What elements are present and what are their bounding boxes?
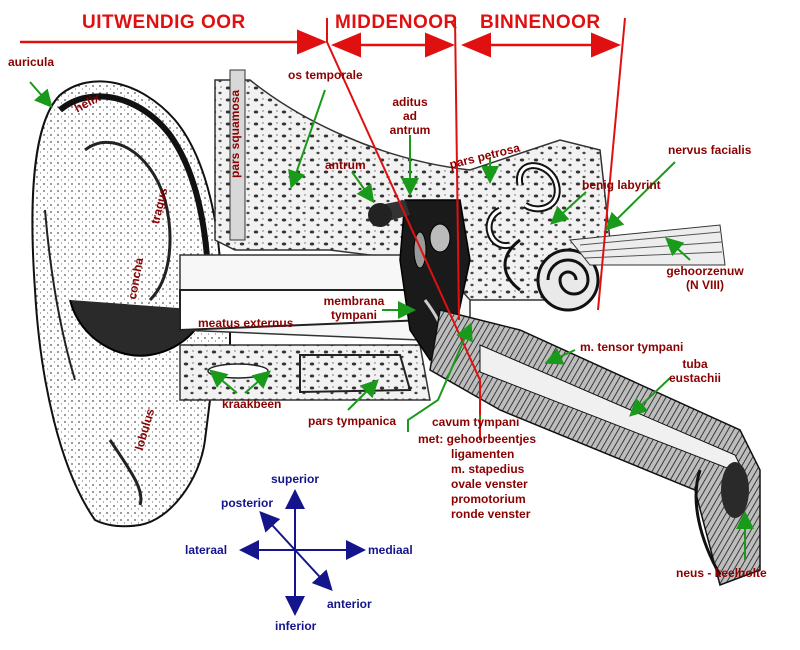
label-met-line-2: ligamenten (451, 447, 515, 461)
label-membrana-line-1: membrana (323, 294, 385, 308)
label-pars-tympanica: pars tympanica (308, 414, 397, 428)
compass-inferior: inferior (275, 619, 317, 633)
inner-ear-drawing (485, 162, 600, 312)
section-dividers (20, 17, 626, 440)
label-gehoorzenuw: gehoorzenuw (N VIII) (660, 264, 750, 292)
label-nervus-facialis: nervus facialis (668, 143, 752, 157)
label-cavum-tympani: cavum tympani (432, 415, 520, 429)
section-middle-ear: MIDDENOOR (335, 12, 458, 33)
label-met-line-6: ronde venster (451, 507, 531, 521)
label-tuba-eustachii: tuba eustachii (662, 357, 728, 385)
orientation-compass (239, 489, 366, 616)
label-pars-squamosa: pars squamosa (228, 89, 242, 178)
label-m-tensor-tympani: m. tensor tympani (580, 340, 684, 354)
compass-mediaal: mediaal (368, 543, 413, 557)
label-met-line-4: ovale venster (451, 477, 528, 491)
label-gehoorzenuw-line-1: gehoorzenuw (666, 264, 744, 278)
label-middle-ear-contents: met: gehoorbeentjes ligamenten m. staped… (418, 432, 536, 522)
pointer-arrows (29, 81, 754, 560)
label-aditus-line-2: ad (402, 109, 417, 123)
label-os-temporale: os temporale (288, 68, 363, 82)
label-gehoorzenuw-line-2: (N VIII) (686, 278, 724, 292)
label-auricula: auricula (8, 55, 55, 69)
pinna-drawing (31, 80, 231, 528)
label-benig-labyrint: benig labyrint (582, 178, 661, 192)
label-met-line-5: promotorium (451, 492, 526, 506)
compass-lateraal: lateraal (185, 543, 228, 557)
section-inner-ear: BINNENOOR (480, 12, 601, 33)
label-tuba-line-1: tuba (682, 357, 708, 371)
label-met-line-3: m. stapedius (451, 462, 525, 476)
label-antrum: antrum (325, 158, 366, 172)
label-aditus-line-1: aditus (392, 95, 428, 109)
label-kraakbeen: kraakbeen (222, 397, 282, 411)
label-membrana-tympani: membrana tympani (322, 294, 386, 322)
label-neus-keelholte: neus - keelholte (676, 566, 767, 580)
label-aditus-line-3: antrum (389, 123, 431, 137)
compass-anterior: anterior (327, 597, 372, 611)
label-tuba-line-2: eustachii (668, 371, 722, 385)
label-membrana-line-2: tympani (330, 308, 377, 322)
label-meatus-externus: meatus externus (198, 316, 294, 330)
section-outer-ear: UITWENDIG OOR (82, 12, 246, 33)
compass-posterior: posterior (221, 496, 274, 510)
label-met-line-1: met: gehoorbeentjes (418, 432, 537, 446)
eustachian-tube-drawing (429, 309, 761, 586)
label-aditus: aditus ad antrum (388, 95, 432, 137)
compass-superior: superior (271, 472, 320, 486)
